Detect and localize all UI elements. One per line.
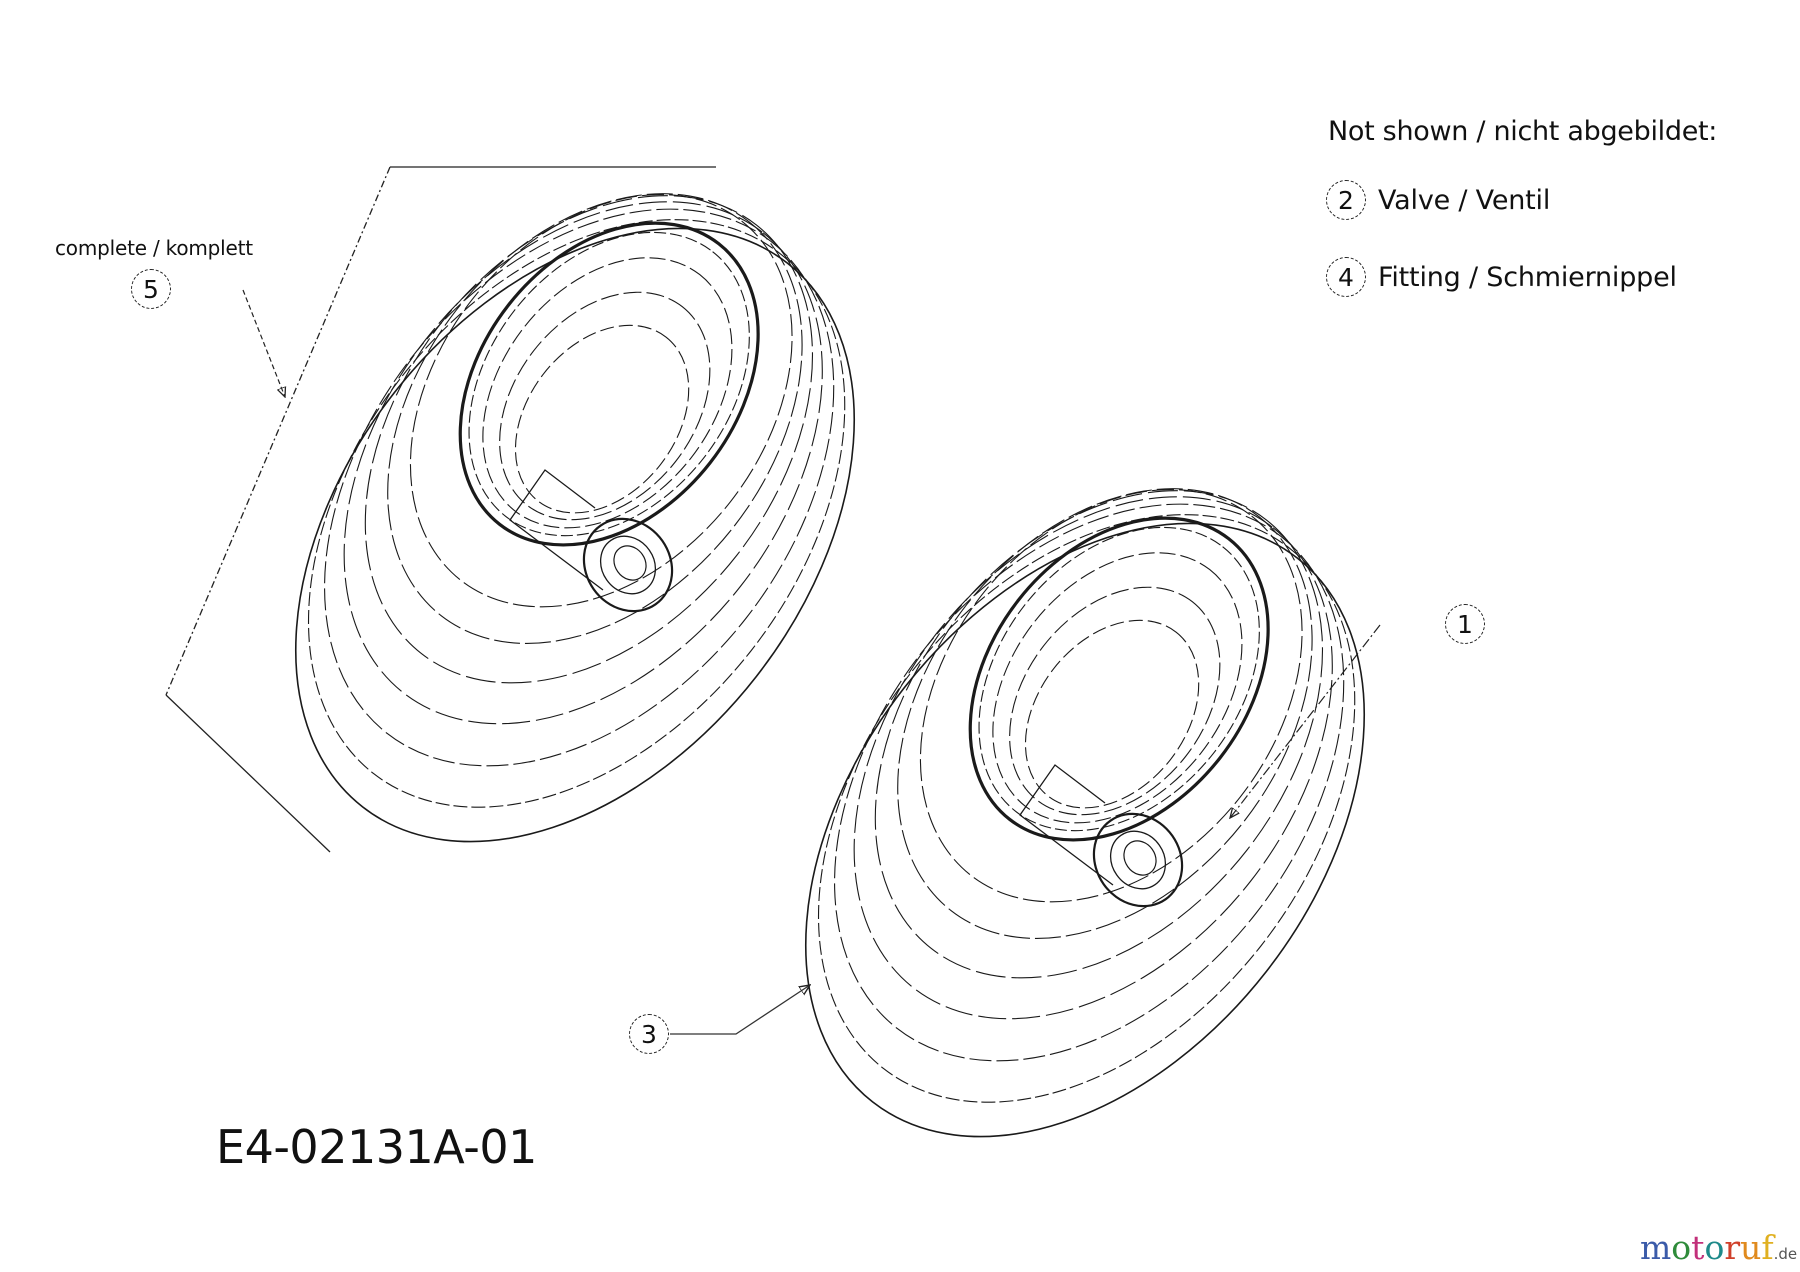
legend-item-valve: 2 Valve / Ventil [1326, 180, 1550, 220]
complete-assembly-label: complete / komplett [55, 236, 253, 260]
logo-letter: t [1691, 1228, 1705, 1267]
right-wheel-hub [1019, 764, 1184, 908]
assembly-bracket [165, 166, 716, 853]
callout-number-2: 2 [1326, 180, 1366, 220]
right-wheel [804, 488, 1366, 1138]
leader-line-1 [1230, 624, 1381, 818]
legend-item-fitting: 4 Fitting / Schmiernippel [1326, 257, 1677, 297]
motoruf-logo: motoruf.de [1640, 1228, 1797, 1267]
logo-letter: m [1640, 1228, 1672, 1267]
left-wheel [294, 193, 856, 843]
logo-letter: o [1704, 1228, 1725, 1267]
logo-tld: .de [1773, 1245, 1798, 1263]
drawing-number: E4-02131A-01 [216, 1120, 537, 1174]
legend-title: Not shown / nicht abgebildet: [1328, 116, 1718, 147]
callout-number-3: 3 [629, 1014, 669, 1054]
leader-line-5 [242, 289, 285, 397]
logo-letter: o [1671, 1228, 1692, 1267]
logo-letter: u [1740, 1228, 1762, 1267]
logo-letter: r [1724, 1228, 1741, 1267]
leader-line-3 [670, 985, 810, 1035]
logo-letter: f [1761, 1228, 1774, 1267]
legend-item-label: Valve / Ventil [1378, 184, 1551, 216]
callout-number-5: 5 [131, 269, 171, 309]
callout-number-4: 4 [1326, 257, 1366, 297]
legend-item-label: Fitting / Schmiernippel [1378, 261, 1677, 293]
callout-number-1: 1 [1445, 604, 1485, 644]
left-wheel-hub [509, 469, 674, 613]
